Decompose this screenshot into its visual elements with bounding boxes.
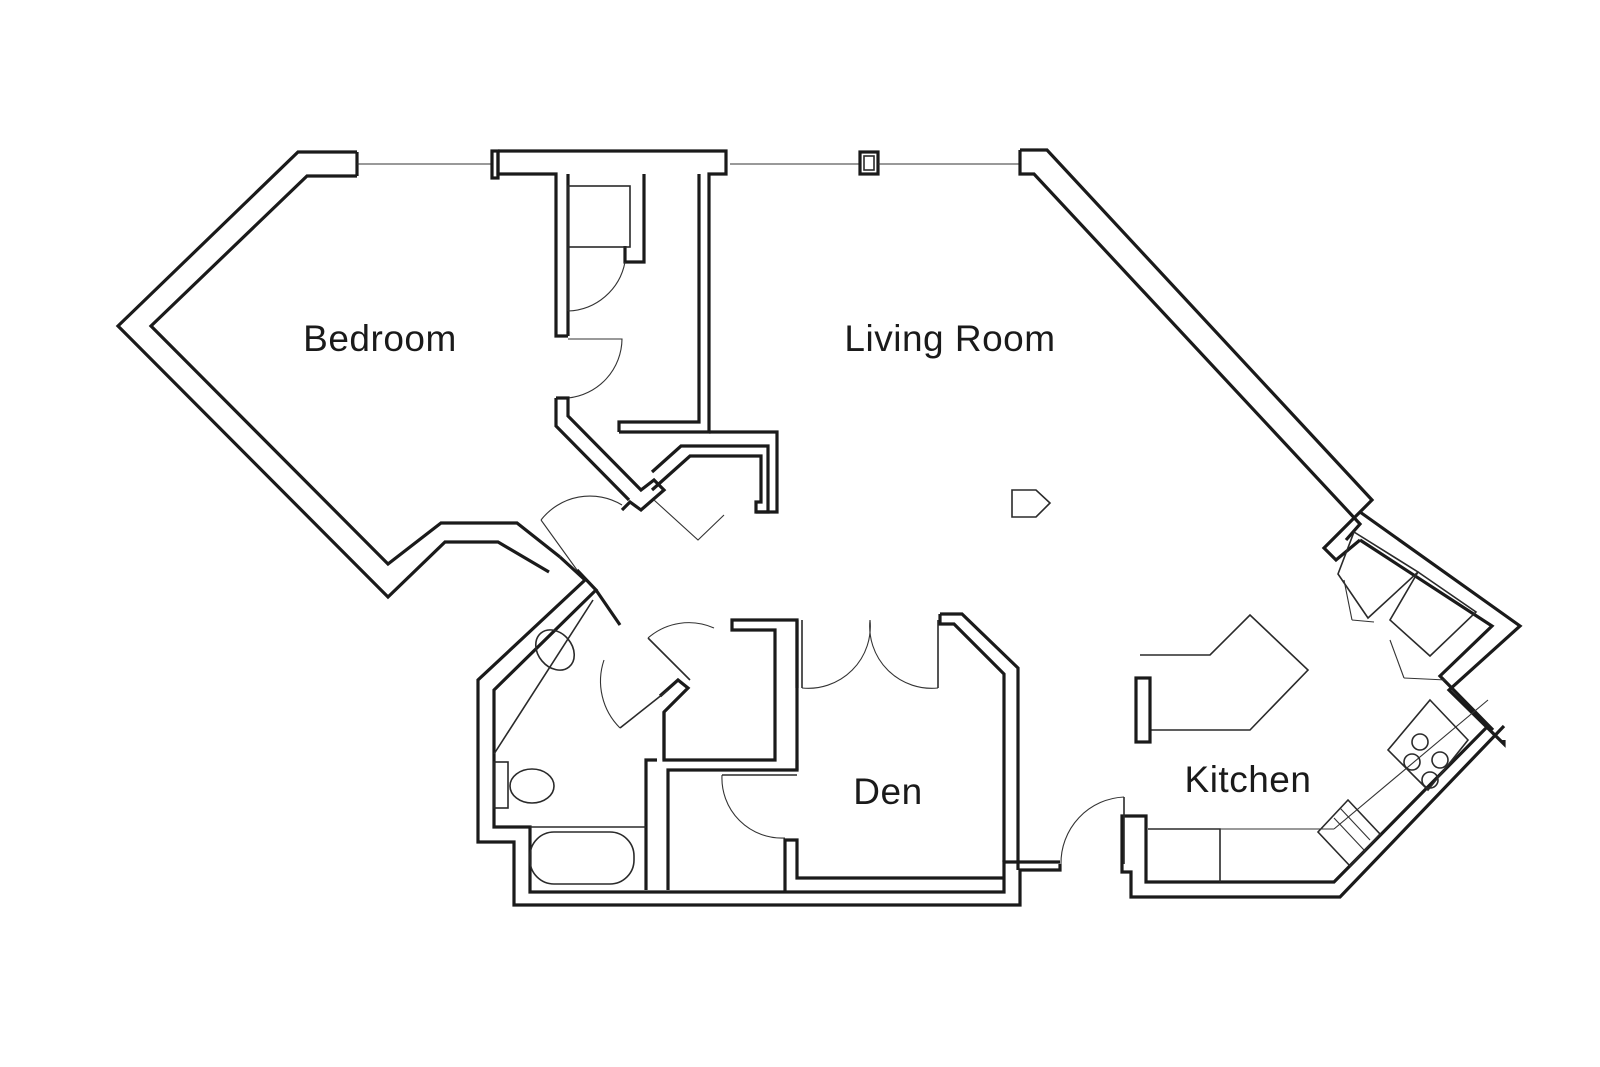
kitchen-door — [1060, 796, 1125, 865]
bathtub — [529, 831, 635, 885]
closet-walls — [496, 149, 728, 513]
room-label-den: Den — [853, 771, 922, 812]
den-walls — [721, 612, 1020, 892]
toilet — [509, 768, 555, 804]
entry-marker — [1011, 489, 1052, 518]
top-windows — [357, 149, 1020, 180]
bathroom-fixtures — [493, 599, 646, 885]
room-label-living-room: Living Room — [844, 318, 1055, 359]
bathroom-sink — [534, 629, 576, 671]
kitchen-sink — [1316, 798, 1382, 868]
kitchen-fixtures — [1134, 530, 1489, 882]
room-label-bedroom: Bedroom — [303, 318, 457, 359]
bathroom-walls — [476, 555, 1062, 907]
room-label-kitchen: Kitchen — [1185, 759, 1312, 800]
kitchen-island — [1140, 613, 1310, 731]
bedroom-walls — [115, 150, 561, 600]
living-room-walls — [1011, 148, 1523, 899]
living-room-stub — [540, 430, 779, 571]
